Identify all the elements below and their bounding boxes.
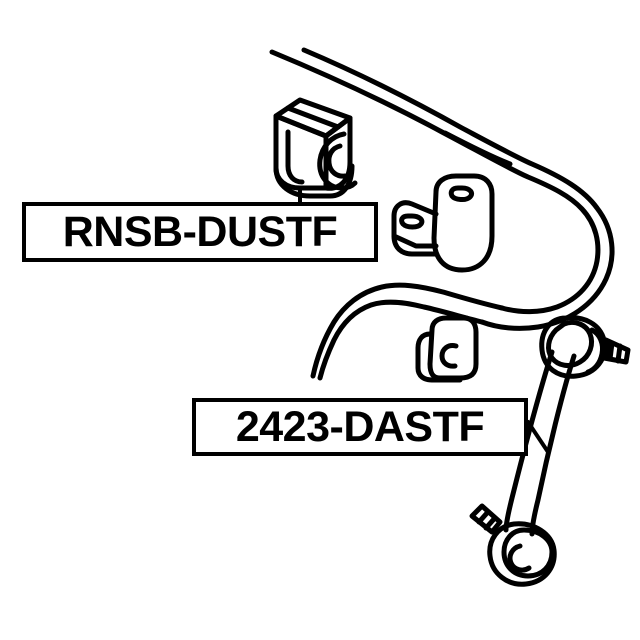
- upper-bracket-hole-left: [399, 213, 425, 230]
- link-lower-joint-boot: [487, 521, 557, 587]
- link-upper-joint-boot: [539, 315, 608, 379]
- stabilizer-bar-lower-edge: [301, 47, 615, 331]
- leader-line-label-2: [526, 420, 550, 454]
- bushing-top-ridge: [285, 105, 341, 130]
- link-rod-right-edge: [529, 353, 577, 537]
- lower-bracket-hole: [439, 343, 459, 369]
- link-rod-left-edge: [503, 349, 555, 533]
- upper-bracket-body: [431, 173, 495, 273]
- bushing-lower-body: [273, 163, 355, 199]
- lower-bracket-back-edge: [415, 331, 463, 383]
- upper-bracket-arm: [391, 200, 439, 257]
- link-lower-stud-thread-2: [476, 510, 490, 525]
- upper-bracket-hole-right: [448, 185, 475, 202]
- stabilizer-bar-bend-detail: [442, 130, 513, 167]
- part-number-text: 2423-DASTF: [235, 402, 485, 451]
- stabilizer-bar-upper-edge: [269, 49, 601, 315]
- part-number-label-rnsb-dustf: RNSB-DUSTF: [22, 202, 378, 262]
- link-upper-stud-thread-2: [615, 343, 623, 364]
- link-lower-joint-ring: [507, 543, 532, 573]
- bushing-c-clamp-inner: [326, 143, 348, 179]
- upper-bracket-arm-edge: [391, 233, 439, 249]
- stabilizer-bar-return-outer: [310, 282, 505, 379]
- part-number-label-2423-dastf: 2423-DASTF: [192, 398, 528, 456]
- stabilizer-bar-return-inner: [317, 299, 485, 381]
- bushing-side-face: [323, 115, 353, 191]
- bushing-front-face: [273, 113, 329, 191]
- bushing-c-clamp: [317, 131, 358, 191]
- lower-bracket-body: [427, 315, 479, 381]
- link-upper-joint-housing: [546, 319, 595, 368]
- part-number-text: RNSB-DUSTF: [62, 207, 338, 256]
- bushing-bore-left: [285, 129, 305, 185]
- link-lower-stud-thread-1: [483, 516, 497, 531]
- link-upper-stud-thread-1: [607, 340, 615, 362]
